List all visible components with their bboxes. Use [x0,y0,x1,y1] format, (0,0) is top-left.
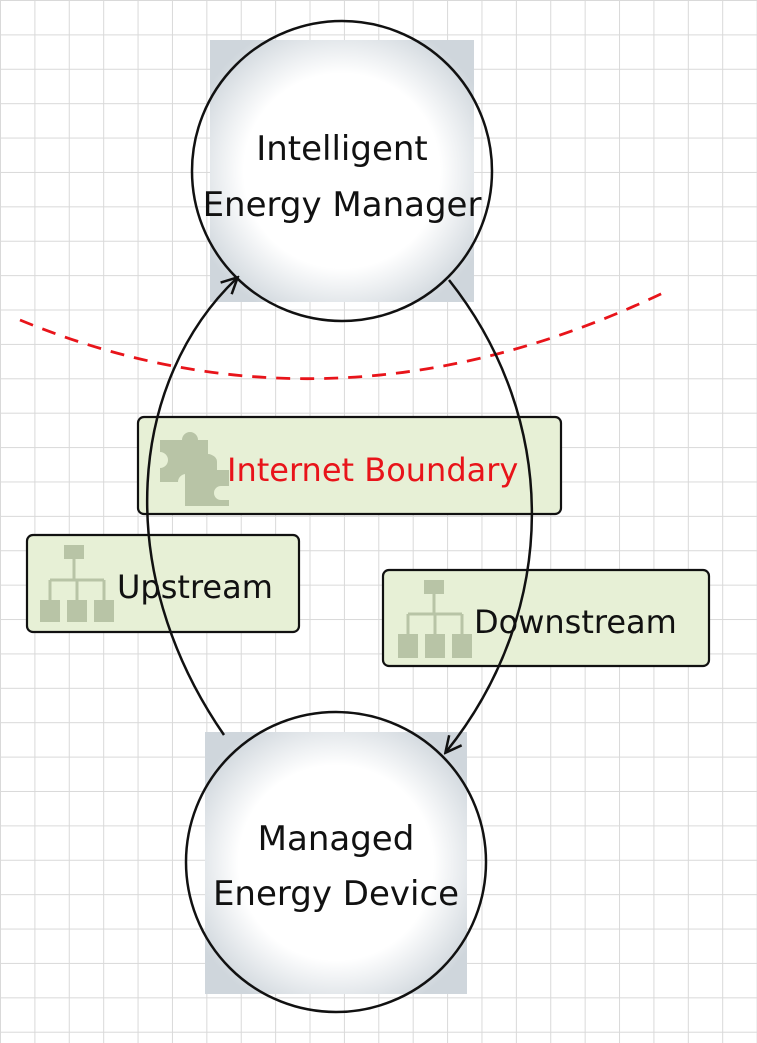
node-label-line1: Intelligent [256,129,428,169]
network-hierarchy-icon [40,545,114,622]
node-circle [184,710,488,1014]
node-managed-energy-device: Managed Energy Device [184,710,488,1014]
internet-boundary-label: Internet Boundary [227,451,518,489]
downstream-arrow [446,279,534,752]
upstream-arrow [145,278,237,736]
upstream-box: Upstream [25,533,301,634]
node-label-line2: Energy Device [213,874,459,914]
internet-boundary-box: Internet Boundary [136,415,563,516]
downstream-label: Downstream [474,603,677,641]
upstream-label: Upstream [117,568,273,606]
network-hierarchy-icon [398,580,472,658]
puzzle-icon [160,432,229,506]
node-intelligent-energy-manager: Intelligent Energy Manager [190,19,494,323]
downstream-box: Downstream [381,568,711,668]
node-circle [190,19,494,323]
node-background-square [205,732,467,994]
node-label-line2: Energy Manager [203,185,482,225]
internet-boundary-line [19,290,666,381]
node-label-line1: Managed [258,819,415,859]
node-background-square [210,40,474,302]
